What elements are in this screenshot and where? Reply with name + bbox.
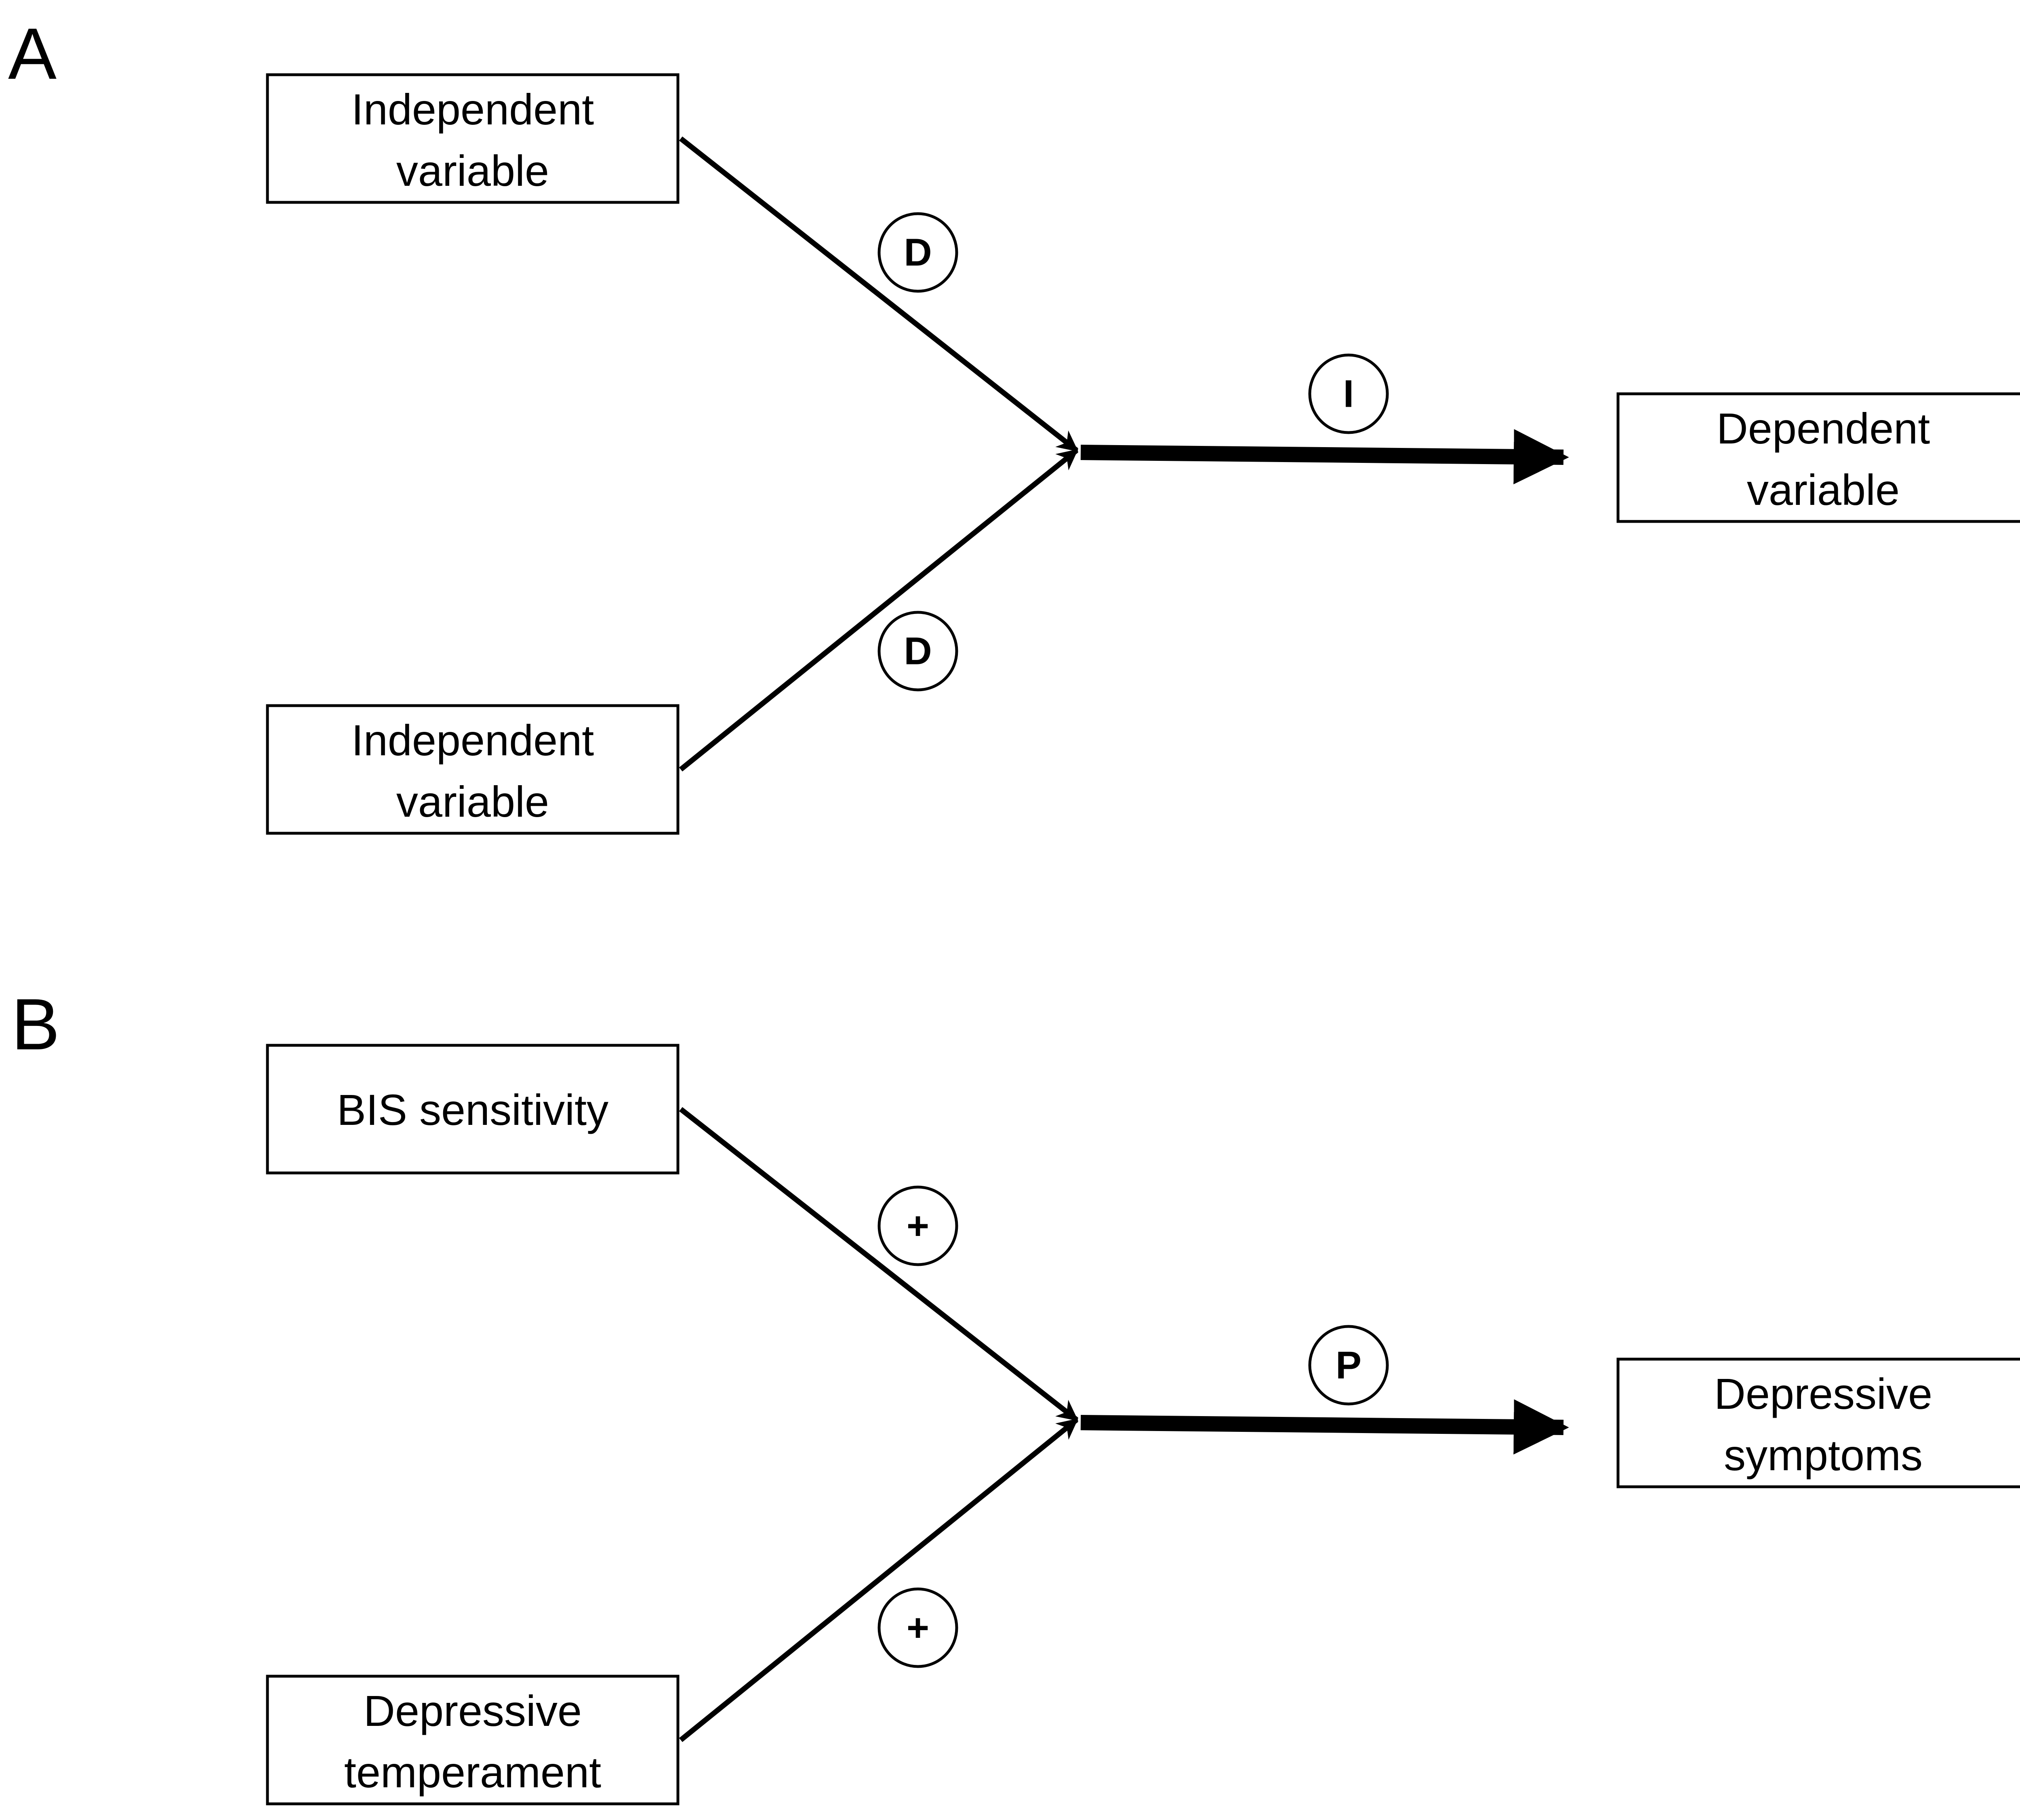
predictor-top-a-line-1: Independent: [351, 85, 594, 134]
outcome-a-line-1: Dependent: [1717, 404, 1930, 453]
sign-top-a: D: [904, 231, 932, 274]
predictor-top-a-line-2: variable: [396, 146, 549, 195]
sign-bubble-interaction-b: P: [1308, 1325, 1389, 1406]
outcome-b-line-2: symptoms: [1724, 1431, 1923, 1480]
sign-bubble-bottom-b: +: [877, 1587, 958, 1668]
arrow-bottom-to-junction-b: [679, 1417, 1079, 1742]
sign-bubble-top-a: D: [877, 212, 958, 293]
outcome-box-b: Depressive symptoms: [1616, 1358, 2020, 1488]
predictor-bottom-a-line-2: variable: [396, 777, 549, 826]
panel-a: A Independent variable Independent varia…: [8, 13, 2020, 835]
outcome-a-line-2: variable: [1747, 465, 1900, 514]
arrow-top-to-junction-b: [679, 1107, 1079, 1422]
sign-bubble-bottom-a: D: [877, 611, 958, 691]
predictor-top-b-line-1: BIS sensitivity: [337, 1085, 608, 1134]
sign-bubble-interaction-a: I: [1308, 353, 1389, 434]
arrow-bottom-to-junction-a: [679, 448, 1079, 772]
sign-bottom-a: D: [904, 630, 932, 673]
sign-interaction-a: I: [1343, 372, 1354, 416]
predictor-box-top-b: BIS sensitivity: [266, 1044, 680, 1175]
arrow-top-to-junction-a: [679, 136, 1079, 453]
panel-label-a: A: [8, 13, 57, 95]
predictor-bottom-b-line-1: Depressive: [364, 1686, 582, 1735]
arrow-junction-to-outcome-b: [1080, 1399, 1569, 1455]
arrow-junction-to-outcome-a: [1080, 429, 1569, 485]
sign-bubble-top-b: +: [877, 1185, 958, 1266]
outcome-box-a: Dependent variable: [1616, 392, 2020, 523]
sign-top-b: +: [907, 1204, 929, 1248]
predictor-bottom-a-line-1: Independent: [351, 716, 594, 765]
panel-b: B BIS sensitivity Depressive temperament…: [11, 984, 2020, 1805]
predictor-bottom-b-line-2: temperament: [344, 1748, 601, 1797]
outcome-b-line-1: Depressive: [1714, 1369, 1932, 1418]
predictor-box-top-a: Independent variable: [266, 73, 680, 204]
panel-label-b: B: [11, 984, 60, 1065]
predictor-box-bottom-b: Depressive temperament: [266, 1675, 680, 1805]
predictor-box-bottom-a: Independent variable: [266, 704, 680, 835]
sign-bottom-b: +: [907, 1606, 929, 1650]
sign-interaction-b: P: [1336, 1344, 1361, 1387]
